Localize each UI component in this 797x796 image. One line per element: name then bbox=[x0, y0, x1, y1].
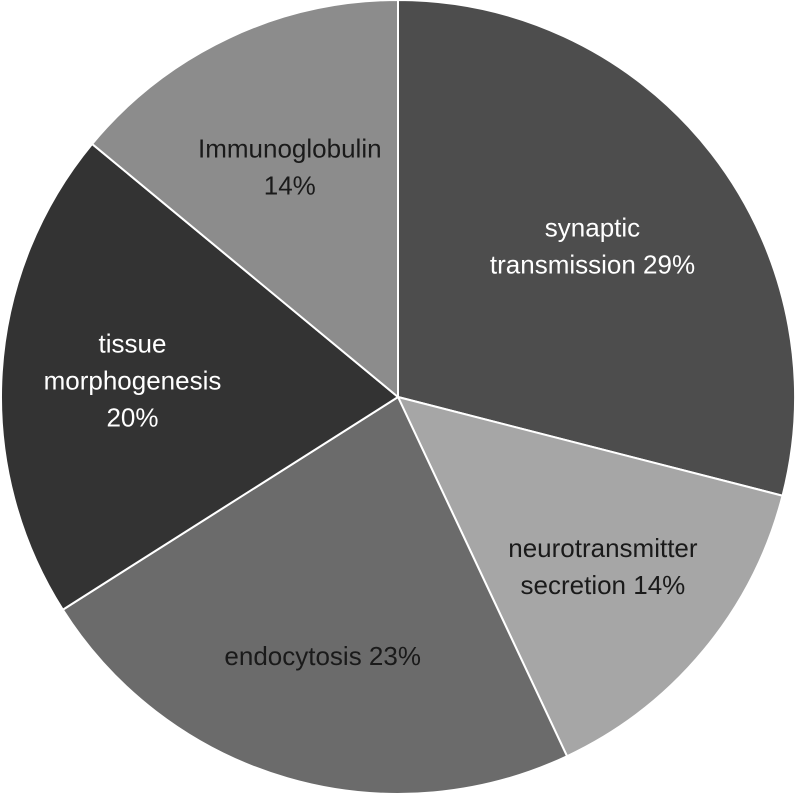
slice-label-line: 20% bbox=[106, 402, 158, 432]
slice-label-line: secretion 14% bbox=[521, 570, 686, 600]
slice-labels: synaptic transmission 29% neurotransmitter… bbox=[44, 134, 698, 672]
slice-label-line: Immunoglobulin bbox=[198, 134, 382, 164]
pie-slice-immunoglobulin bbox=[90, 0, 399, 400]
slice-label-line: morphogenesis bbox=[44, 365, 222, 395]
slice-label-line: transmission 29% bbox=[490, 250, 695, 280]
slice-label-tissue-morphogenesis: tissue morphogenesis 20% bbox=[44, 328, 222, 432]
slice-label-line: 14% bbox=[264, 171, 316, 201]
slice-label-immunoglobulin: Immunoglobulin 14% bbox=[198, 134, 382, 201]
slice-label-line: endocytosis 23% bbox=[224, 641, 421, 671]
slice-label-endocytosis: endocytosis 23% bbox=[224, 641, 421, 671]
slice-label-synaptic-transmission: synaptic transmission 29% bbox=[490, 213, 695, 280]
pie-slice-endocytosis bbox=[61, 395, 569, 795]
pie-slice-tissue-morphogenesis bbox=[0, 142, 400, 612]
slice-label-neurotransmitter-secretion: neurotransmitter secretion 14% bbox=[508, 533, 698, 600]
pie-slice-synaptic-transmission bbox=[397, 0, 797, 497]
slice-label-line: neurotransmitter bbox=[508, 533, 698, 563]
pie-slice-neurotransmitter-secretion bbox=[396, 395, 784, 758]
slice-label-line: synaptic bbox=[545, 213, 640, 243]
slice-label-line: tissue bbox=[99, 328, 167, 358]
